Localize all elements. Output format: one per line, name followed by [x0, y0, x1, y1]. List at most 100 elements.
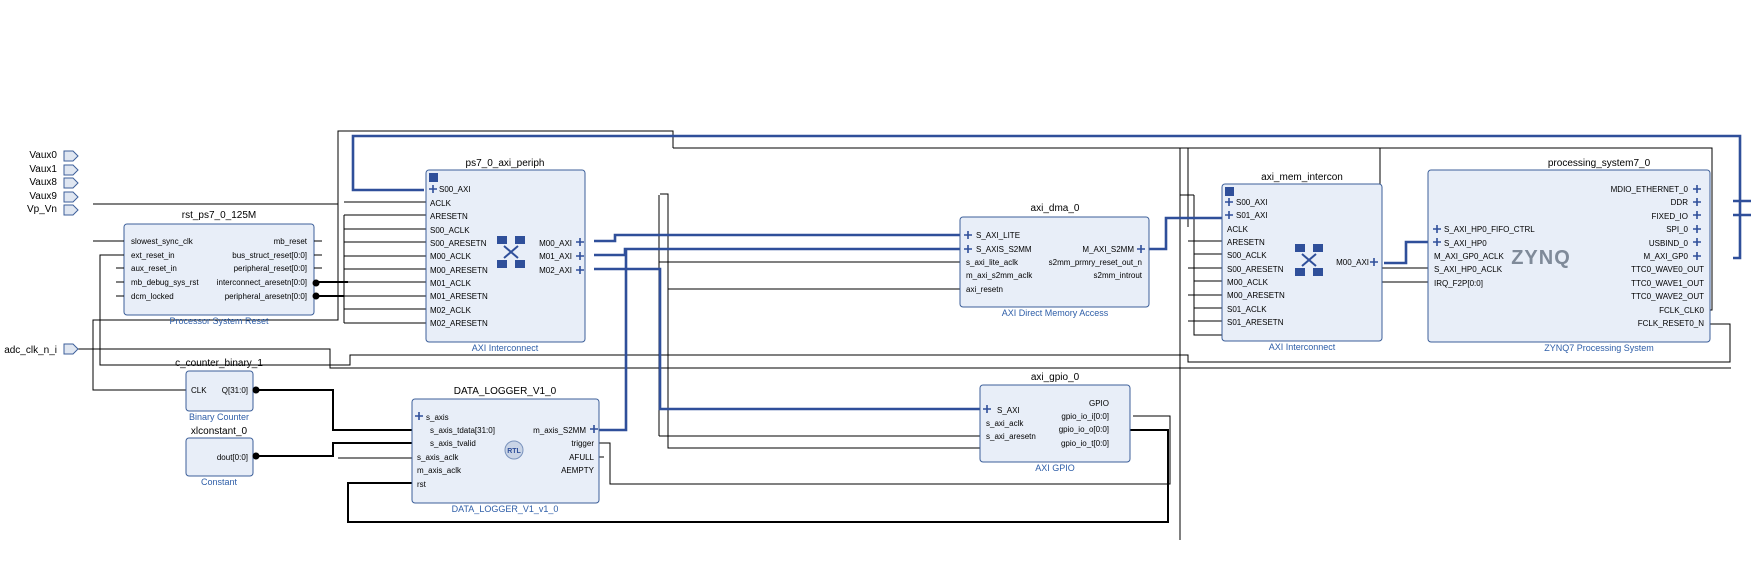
- port-vaux9-icon: [63, 191, 79, 203]
- rst-pin-slowest-sync-clk: slowest_sync_clk: [131, 237, 194, 246]
- port-vp-vn[interactable]: Vp_Vn: [27, 204, 79, 216]
- periph-s00-axi-plus-icon: [429, 185, 437, 193]
- ps7-hp0-fifo-plus-icon: [1433, 225, 1441, 233]
- rst-pin-aux-reset-in: aux_reset_in: [131, 264, 177, 273]
- block-counter-subtitle: Binary Counter: [189, 412, 249, 422]
- dma-s-axi-lite-plus-icon: [964, 231, 972, 239]
- block-axi-dma-body: [959, 216, 1150, 308]
- gpio-pin-s-axi: S_AXI: [997, 406, 1020, 415]
- block-data-logger-subtitle: DATA_LOGGER_V1_v1_0: [452, 504, 559, 514]
- mem-s01-axi-plus-icon: [1225, 211, 1233, 219]
- port-vaux8-icon: [63, 177, 79, 189]
- block-axi-periph-title: ps7_0_axi_periph: [466, 158, 545, 169]
- mem-pin-s01-aresetn: S01_ARESETN: [1227, 318, 1284, 327]
- logger-pin-rst: rst: [417, 480, 427, 489]
- port-vaux1[interactable]: Vaux1: [29, 164, 79, 176]
- mem-pin-s00-aclk: S00_ACLK: [1227, 251, 1267, 260]
- rst-pin-mb-reset: mb_reset: [274, 237, 308, 246]
- ps7-out-plus-icon-5: [1693, 252, 1701, 260]
- block-axi-dma-title: axi_dma_0: [1031, 203, 1080, 214]
- logger-pin-s-axis: s_axis: [426, 413, 449, 422]
- dma-pin-m-axi-s2mm: M_AXI_S2MM: [1082, 245, 1134, 254]
- logger-pin-aempty: AEMPTY: [561, 466, 595, 475]
- ps7-out-plus-icon-3: [1693, 225, 1701, 233]
- block-axi-gpio[interactable]: axi_gpio_0 S_AXI s_axi_aclk s_axi_areset…: [979, 372, 1131, 473]
- logger-pin-s-axis-aclk: s_axis_aclk: [417, 453, 459, 462]
- block-axi-periph[interactable]: ps7_0_axi_periph S00_AXI ACLK ARESETN S0…: [425, 158, 586, 353]
- rst-pin-interconnect-aresetn: interconnect_aresetn[0:0]: [217, 278, 307, 287]
- block-axi-gpio-subtitle: AXI GPIO: [1035, 463, 1075, 473]
- logger-m-axis-plus-icon: [590, 425, 598, 433]
- block-axi-dma-subtitle: AXI Direct Memory Access: [1002, 308, 1109, 318]
- block-ps7-body: [1427, 169, 1711, 343]
- gpio-pin-gpio: GPIO: [1089, 399, 1109, 408]
- zynq-logo: ZYNQ: [1511, 247, 1571, 269]
- logger-pin-m-axis-s2mm: m_axis_S2MM: [533, 426, 586, 435]
- block-axi-periph-subtitle: AXI Interconnect: [472, 343, 539, 353]
- block-axi-mem-intercon[interactable]: axi_mem_intercon S00_AXI S01_AXI ACLK AR…: [1221, 172, 1383, 352]
- dma-pin-s-axi-lite: S_AXI_LITE: [976, 231, 1020, 240]
- ps7-pin-mdio-ethernet: MDIO_ETHERNET_0: [1611, 185, 1689, 194]
- mem-pin-aclk: ACLK: [1227, 225, 1249, 234]
- port-vp-vn-label: Vp_Vn: [27, 204, 57, 215]
- block-axi-gpio-body: [979, 384, 1131, 463]
- ps7-pin-ddr: DDR: [1671, 198, 1689, 207]
- port-vaux1-icon: [63, 164, 79, 176]
- periph-pin-m01-aresetn: M01_ARESETN: [430, 292, 488, 301]
- periph-m01-axi-plus-icon: [576, 252, 584, 260]
- axi-mem-expand-icon[interactable]: [1225, 187, 1234, 196]
- logger-pin-s-axis-tvalid: s_axis_tvalid: [430, 439, 476, 448]
- dma-pin-m-axi-s2mm-aclk: m_axi_s2mm_aclk: [966, 271, 1033, 280]
- xlconstant-dout-dot-icon: [252, 452, 260, 460]
- periph-pin-aresetn: ARESETN: [430, 212, 468, 221]
- block-xlconstant[interactable]: xlconstant_0 dout[0:0] Constant: [185, 426, 254, 487]
- periph-pin-m00-aresetn: M00_ARESETN: [430, 266, 488, 275]
- block-axi-mem-title: axi_mem_intercon: [1261, 172, 1343, 183]
- block-rst-ps7-body: [123, 223, 315, 316]
- port-vaux8-label: Vaux8: [29, 177, 57, 188]
- gpio-pin-s-axi-aclk: s_axi_aclk: [986, 419, 1024, 428]
- ps7-pin-spi: SPI_0: [1666, 225, 1688, 234]
- ps7-pin-fixed-io: FIXED_IO: [1652, 212, 1688, 221]
- mem-pin-s00-aresetn: S00_ARESETN: [1227, 265, 1284, 274]
- gpio-pin-s-axi-aresetn: s_axi_aresetn: [986, 432, 1036, 441]
- ps7-pin-s-axi-hp0-fifo-ctrl: S_AXI_HP0_FIFO_CTRL: [1444, 225, 1535, 234]
- gpio-pin-io-t: gpio_io_t[0:0]: [1061, 439, 1109, 448]
- mem-pin-s01-aclk: S01_ACLK: [1227, 305, 1267, 314]
- port-adc-clk[interactable]: adc_clk_n_i: [4, 343, 79, 356]
- mem-pin-aresetn: ARESETN: [1227, 238, 1265, 247]
- block-data-logger[interactable]: DATA_LOGGER_V1_0 s_axis s_axis_tdata[31:…: [411, 386, 600, 514]
- ps7-pin-s-axi-hp0-aclk: S_AXI_HP0_ACLK: [1434, 265, 1503, 274]
- port-vaux9-label: Vaux9: [29, 191, 57, 202]
- ps7-out-plus-icon-1: [1693, 198, 1701, 206]
- port-vp-vn-icon: [63, 204, 79, 216]
- port-vaux0-icon: [63, 150, 79, 162]
- rst-pin-peripheral-aresetn: peripheral_aresetn[0:0]: [225, 292, 307, 301]
- logger-s-axis-plus-icon: [415, 412, 423, 420]
- block-ps7-title: processing_system7_0: [1548, 158, 1651, 169]
- ps7-out-plus-icon-4: [1693, 238, 1701, 246]
- block-axi-dma[interactable]: axi_dma_0 S_AXI_LITE S_AXIS_S2MM s_axi_l…: [959, 203, 1150, 318]
- periph-pin-m02-aclk: M02_ACLK: [430, 306, 472, 315]
- axi-periph-expand-icon[interactable]: [429, 173, 438, 182]
- ps7-pin-irq-f2p: IRQ_F2P[0:0]: [1434, 279, 1483, 288]
- rst-pin-bus-struct-reset: bus_struct_reset[0:0]: [232, 251, 307, 260]
- periph-pin-s00-aclk: S00_ACLK: [430, 226, 470, 235]
- mem-pin-m00-aresetn: M00_ARESETN: [1227, 291, 1285, 300]
- port-vaux8[interactable]: Vaux8: [29, 177, 79, 189]
- rst-pin-ext-reset-in: ext_reset_in: [131, 251, 175, 260]
- dma-pin-s-axis-s2mm: S_AXIS_S2MM: [976, 245, 1032, 254]
- periph-pin-m00-aclk: M00_ACLK: [430, 252, 472, 261]
- periph-pin-m01-axi: M01_AXI: [539, 252, 572, 261]
- block-rst-ps7[interactable]: rst_ps7_0_125M slowest_sync_clk ext_rese…: [123, 210, 315, 326]
- port-vaux0[interactable]: Vaux0: [29, 150, 79, 162]
- ps7-pin-ttc0-wave2: TTC0_WAVE2_OUT: [1631, 292, 1704, 301]
- block-xlconstant-title: xlconstant_0: [191, 426, 248, 437]
- ps7-pin-fclk-reset0-n: FCLK_RESET0_N: [1638, 319, 1704, 328]
- port-vaux9[interactable]: Vaux9: [29, 191, 79, 203]
- axi-bus-wires: [351, 134, 1751, 432]
- block-counter[interactable]: c_counter_binary_1 CLK Q[31:0] Binary Co…: [175, 358, 263, 422]
- block-processing-system7[interactable]: processing_system7_0 S_AXI_HP0_FIFO_CTRL…: [1427, 158, 1711, 353]
- counter-q-dot-icon: [252, 386, 260, 394]
